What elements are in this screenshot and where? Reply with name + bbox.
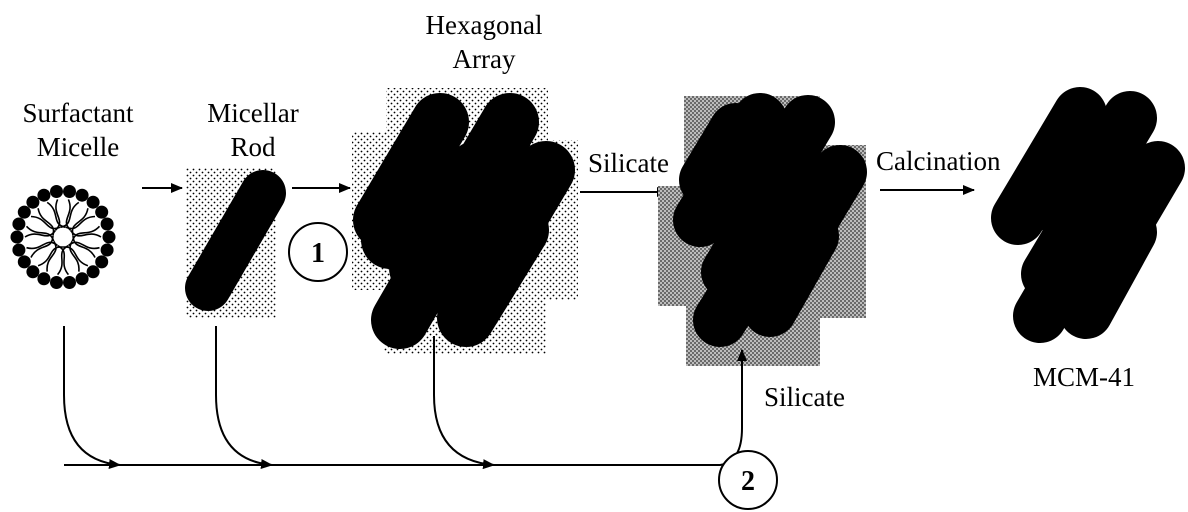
micelle-tail — [37, 246, 63, 267]
micellar-rod-icon — [185, 168, 286, 318]
mcm-41-label: MCM-41 — [1033, 362, 1135, 392]
micelle-head — [50, 276, 63, 289]
step-1-label: 1 — [311, 238, 325, 269]
micelle-head — [75, 272, 89, 286]
micelle-head — [95, 255, 109, 269]
micelle-tail — [37, 208, 55, 236]
micelle-head — [37, 272, 51, 286]
calcination-label: Calcination — [876, 146, 1001, 176]
micelle-tail — [65, 215, 96, 230]
micelle-head — [63, 276, 76, 289]
step-2-label: 2 — [741, 466, 755, 497]
micelle-head — [102, 230, 116, 244]
micelle-head — [26, 265, 40, 279]
micelle-head — [63, 185, 76, 198]
micelle-head — [86, 265, 100, 279]
micelle-tail — [71, 208, 89, 236]
micellar-label-line2: Rod — [230, 132, 276, 162]
micelle-head — [17, 255, 31, 269]
surfactant-label-line1: Surfactant — [23, 98, 134, 128]
micelle-tail — [60, 201, 80, 229]
micelle-head — [10, 230, 24, 244]
hexagonal-label-line2: Array — [453, 44, 516, 74]
micelle-tail — [69, 240, 80, 272]
step-2-marker: 2 — [718, 450, 778, 510]
micelle-head — [95, 205, 109, 219]
silicate-bottom-label: Silicate — [764, 382, 845, 412]
micelle-tail — [26, 241, 58, 250]
surfactant-label-line2: Micelle — [37, 132, 119, 162]
micelle-head — [100, 243, 114, 257]
micelle-head — [50, 185, 63, 198]
micelle-tail — [63, 246, 89, 267]
micelle-tail — [56, 244, 69, 276]
micelle-head — [100, 217, 114, 231]
micellar-label-line1: Micellar — [207, 98, 298, 128]
micelle-head — [86, 195, 100, 209]
micelle-head — [12, 243, 26, 257]
silicate-top-label: Silicate — [588, 148, 669, 178]
silicate-coated-array-icon — [658, 93, 867, 366]
hexagonal-array-icon — [352, 88, 578, 354]
micelle-head — [17, 205, 31, 219]
step-1-marker: 1 — [288, 222, 348, 282]
micelle-tail — [25, 225, 55, 242]
micelle-head — [26, 195, 40, 209]
micelle-head — [75, 188, 89, 202]
micelle-head — [12, 217, 26, 231]
micelle-head — [37, 188, 51, 202]
surfactant-micelle-icon — [10, 185, 116, 289]
hexagonal-label-line1: Hexagonal — [426, 10, 543, 40]
micelle-tail — [54, 199, 61, 231]
micelle-tail — [71, 225, 101, 242]
mcm-41-icon — [991, 87, 1185, 343]
